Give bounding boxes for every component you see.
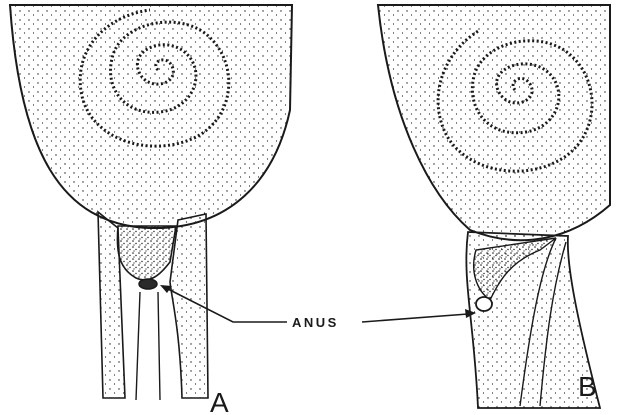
panel-b-body [378, 5, 610, 240]
panel-a-central-column [136, 292, 160, 400]
panel-a: A [10, 5, 292, 415]
anus-label: ANUS [292, 315, 339, 330]
leader-line-right [362, 314, 468, 322]
panel-b-label: B [578, 371, 597, 402]
panel-a-anus [139, 279, 157, 289]
panel-b: B [378, 5, 610, 408]
panel-a-intestine [117, 226, 176, 280]
panel-b-anus [476, 297, 492, 311]
panel-a-body [10, 5, 292, 228]
panel-a-label: A [210, 387, 229, 415]
